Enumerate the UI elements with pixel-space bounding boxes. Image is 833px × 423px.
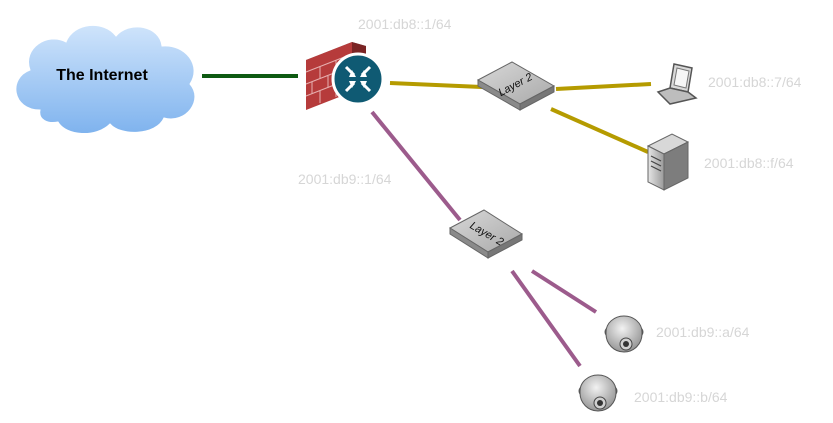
switch-to-laptop-link bbox=[555, 82, 652, 91]
cloud-icon bbox=[15, 24, 196, 135]
router-icon bbox=[331, 52, 385, 106]
internet-label: The Internet bbox=[56, 67, 148, 84]
camera-b-address: 2001:db9::b/64 bbox=[634, 389, 728, 405]
router-to-lower-switch-link bbox=[370, 110, 462, 222]
switch-to-camera-b-link bbox=[510, 269, 582, 368]
dome-camera-icon bbox=[604, 315, 644, 353]
server-icon bbox=[646, 133, 690, 191]
dome-camera-icon bbox=[578, 374, 618, 412]
switch-to-camera-a-link bbox=[530, 269, 598, 314]
camera-a-address: 2001:db9::a/64 bbox=[656, 324, 750, 340]
switch-icon: Layer 2 bbox=[449, 209, 523, 259]
switch-to-server-link bbox=[550, 107, 649, 154]
laptop-address: 2001:db8::7/64 bbox=[708, 74, 802, 90]
address-labels: 2001:db8::1/64 2001:db9::1/64 2001:db8::… bbox=[298, 16, 802, 405]
laptop-icon bbox=[656, 63, 698, 105]
server-address: 2001:db8::f/64 bbox=[704, 155, 794, 171]
router-lower-address: 2001:db9::1/64 bbox=[298, 171, 392, 187]
links bbox=[202, 74, 652, 368]
switch-icon: Layer 2 bbox=[476, 61, 556, 111]
router-upper-address: 2001:db8::1/64 bbox=[358, 16, 452, 32]
router-to-switch-link bbox=[389, 81, 483, 89]
